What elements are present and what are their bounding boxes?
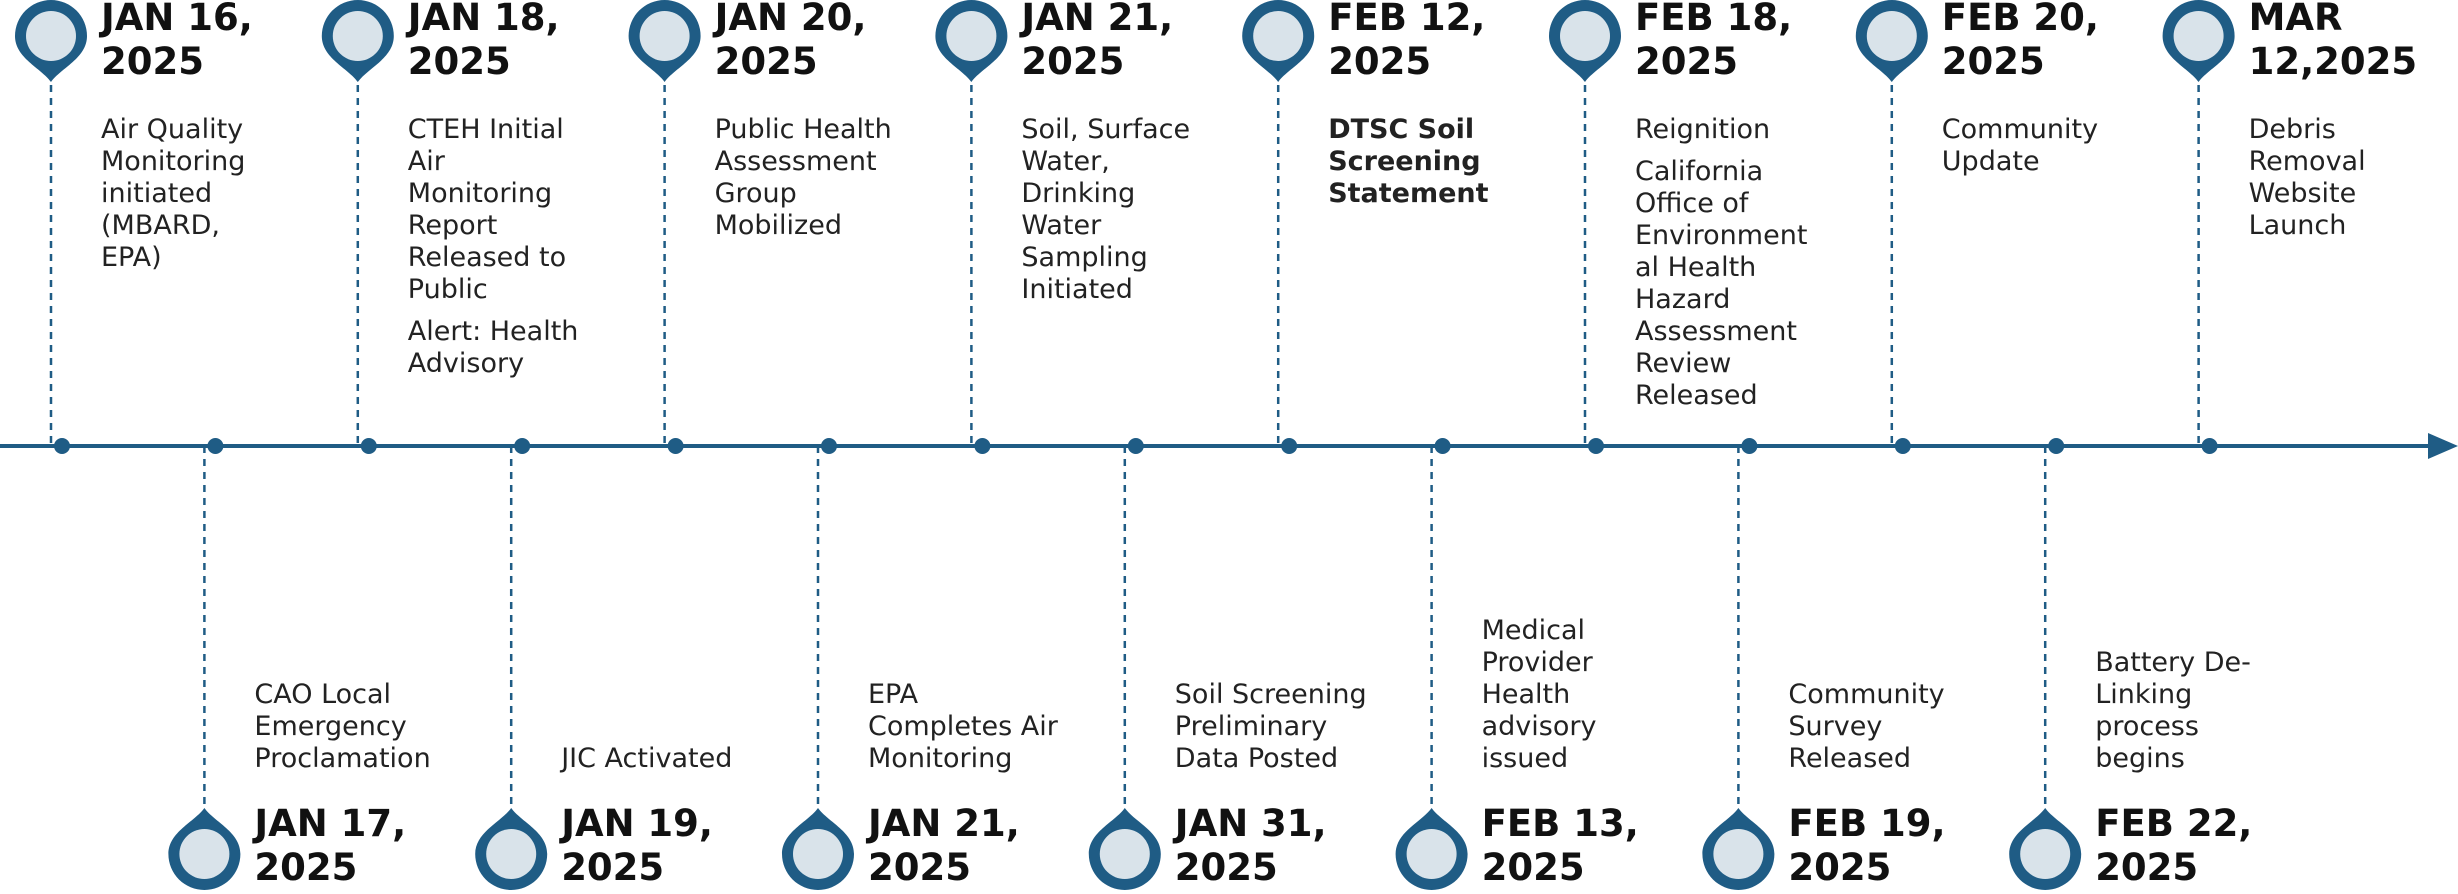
milestone-date: JAN 21, 2025 [1021, 0, 1174, 83]
milestone-dot [207, 438, 224, 454]
milestone-date: JAN 19, 2025 [561, 802, 713, 889]
milestone-text: Debris Removal Website Launch [2248, 114, 2366, 241]
milestone-date: JAN 17, 2025 [254, 802, 407, 889]
milestone-description: CAO Local Emergency Proclamation [254, 679, 454, 785]
pin-center [2020, 829, 2071, 879]
pin-center [2173, 11, 2224, 61]
pin-center [639, 11, 690, 61]
milestone-description: Soil, Surface Water, Drinking Water Samp… [1021, 114, 1221, 316]
milestone-text: DTSC Soil Screening Statement [1328, 114, 1489, 209]
pin-center [1866, 11, 1917, 61]
milestone-date: JAN 31, 2025 [1174, 802, 1327, 889]
pin-center [1406, 829, 1457, 879]
milestone-dot [54, 438, 70, 454]
milestone-dot [1741, 438, 1758, 454]
milestone-dot [667, 438, 684, 454]
milestone-dot [974, 438, 991, 454]
milestone-description: Community Survey Released [1788, 679, 1988, 785]
milestone-date: FEB 13, 2025 [1481, 802, 1639, 889]
milestone-text: Soil, Surface Water, Drinking Water Samp… [1021, 114, 1191, 305]
milestone-date: JAN 20, 2025 [714, 0, 867, 83]
pin-center [1560, 11, 1610, 61]
pin-center [26, 11, 76, 61]
milestone-description: Debris Removal Website Launch [2249, 114, 2449, 252]
milestone-date: FEB 19, 2025 [1788, 802, 1946, 889]
milestone-dot [514, 438, 531, 454]
milestone-text: Soil Screening Preliminary Data Posted [1174, 679, 1367, 774]
milestone-text: JIC Activated [561, 743, 733, 774]
pin-center [486, 829, 537, 879]
milestone-description: Community Update [1942, 114, 2142, 188]
milestone-description: Battery De- Linking process begins [2095, 647, 2295, 785]
milestone-dot [1588, 438, 1604, 454]
milestone-date: FEB 12, 2025 [1328, 0, 1486, 83]
milestone-text: California Office of Environment al Heal… [1635, 156, 1808, 411]
milestone-date: FEB 20, 2025 [1941, 0, 2099, 83]
milestone-date: MAR 12,2025 [2248, 0, 2418, 83]
pin-center [1253, 11, 1304, 61]
pin-center [332, 11, 383, 61]
milestone-text: CAO Local Emergency Proclamation [254, 679, 431, 774]
milestone-text: Battery De- Linking process begins [2095, 647, 2251, 774]
milestone-description: Medical Provider Health advisory issued [1482, 615, 1682, 785]
milestone-dot [821, 438, 837, 454]
milestone-text: Reignition [1635, 114, 1771, 145]
milestone-text: EPA Completes Air Monitoring [868, 679, 1058, 774]
pin-center [1713, 829, 1764, 879]
milestone-dot [2201, 438, 2218, 454]
milestone-description: Soil Screening Preliminary Data Posted [1175, 679, 1375, 785]
pin-center [179, 829, 230, 879]
milestone-dot [1127, 438, 1144, 454]
milestone-description: DTSC Soil Screening Statement [1328, 114, 1528, 220]
milestone-dot [1894, 438, 1911, 454]
milestone-date: FEB 22, 2025 [2095, 802, 2253, 889]
milestone-text: Community Survey Released [1788, 679, 1945, 774]
pin-center [793, 829, 843, 879]
pin-center [946, 11, 997, 61]
milestone-description: JIC Activated [561, 743, 761, 785]
milestone-text: Medical Provider Health advisory issued [1481, 615, 1597, 774]
milestone-date: JAN 18, 2025 [407, 0, 560, 83]
milestone-text: Air Quality Monitoring initiated (MBARD,… [101, 114, 246, 273]
pin-center [1099, 829, 1150, 879]
milestone-text: Public Health Assessment Group Mobilized [714, 114, 892, 241]
milestone-description: EPA Completes Air Monitoring [868, 679, 1068, 785]
milestone-description: Air Quality Monitoring initiated (MBARD,… [101, 114, 301, 284]
milestone-date: JAN 21, 2025 [868, 802, 1020, 889]
milestone-date: JAN 16, 2025 [101, 0, 253, 83]
timeline-arrow-icon [2428, 433, 2458, 459]
milestone-dot [2048, 438, 2065, 454]
milestone-date: FEB 18, 2025 [1635, 0, 1793, 83]
milestone-dot [360, 438, 377, 454]
milestone-dot [1434, 438, 1451, 454]
milestone-description: CTEH Initial Air Monitoring Report Relea… [408, 114, 608, 390]
milestone-text: Community Update [1941, 114, 2099, 177]
milestone-text: Alert: Health Advisory [407, 316, 579, 379]
milestone-dot [1281, 438, 1298, 454]
milestone-description: Public Health Assessment Group Mobilized [715, 114, 915, 252]
milestone-text: CTEH Initial Air Monitoring Report Relea… [407, 114, 567, 305]
